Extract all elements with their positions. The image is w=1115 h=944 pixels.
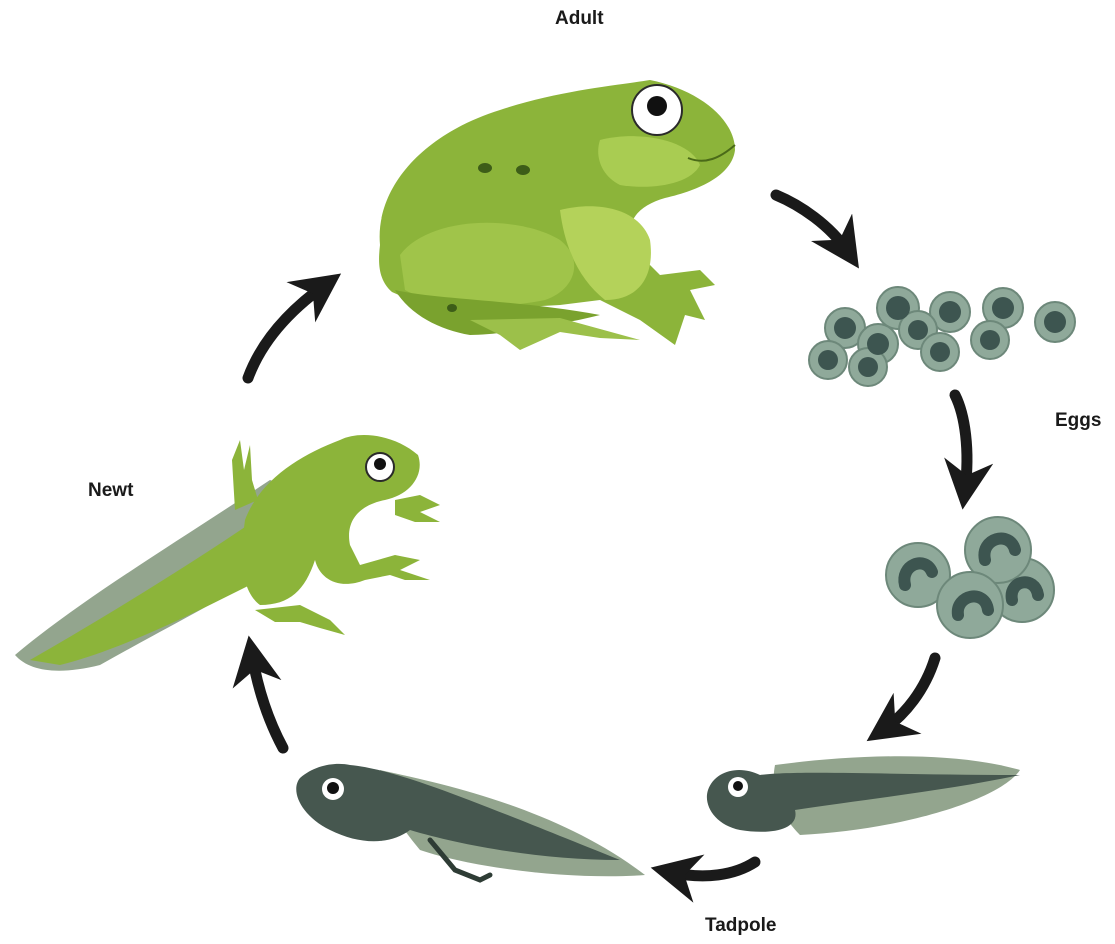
arrow-adult-to-eggs [776,195,848,252]
egg-embryos [886,517,1054,638]
arrow-froglet-to-adult [248,285,325,378]
arrow-embryos-to-tadpole [883,658,935,730]
adult-frog [379,80,735,350]
arrow-tadpole-to-legged [670,862,755,876]
arrow-eggs-to-embryos [955,395,967,490]
froglet [15,435,440,671]
arrow-legged-to-froglet [252,655,283,748]
tadpole-legged [296,764,645,880]
tadpole-young [707,756,1020,835]
egg-cluster [809,287,1075,386]
